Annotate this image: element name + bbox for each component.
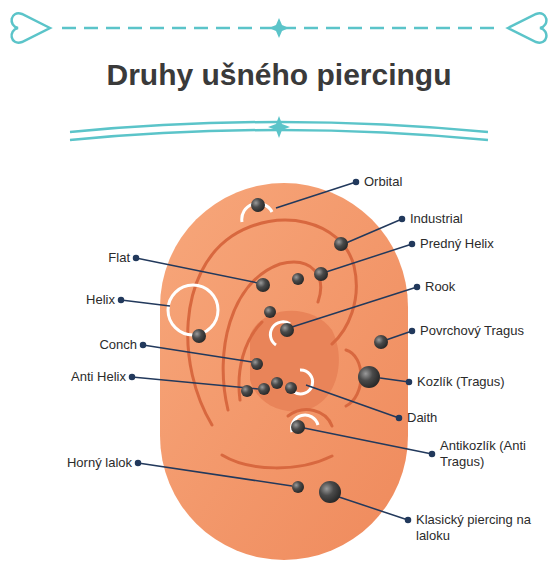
piercing-studs (192, 198, 388, 503)
piercing-label: Rook (425, 279, 455, 295)
piercing-label: Anti Helix (71, 369, 126, 385)
piercing-label: Conch (99, 337, 137, 353)
piercing-label: Orbital (364, 174, 402, 190)
piercing-label: Predný Helix (420, 236, 494, 252)
ear (160, 183, 408, 560)
piercing-label: Daith (407, 410, 437, 426)
piercing-label: Industrial (410, 211, 463, 227)
piercing-label: Horný lalok (67, 455, 132, 471)
diagram-title: Druhy ušného piercingu (0, 58, 558, 92)
piercing-rings (168, 203, 318, 432)
piercing-label: Kozlík (Tragus) (417, 374, 505, 390)
piercing-label: Klasický piercing na laloku (416, 512, 531, 544)
piercing-label: Helix (86, 292, 115, 308)
piercing-label: Flat (108, 250, 130, 266)
piercing-label: Antikozlík (Anti Tragus) (440, 438, 535, 470)
piercing-label: Povrchový Tragus (420, 323, 524, 339)
leader-lines (119, 180, 435, 523)
